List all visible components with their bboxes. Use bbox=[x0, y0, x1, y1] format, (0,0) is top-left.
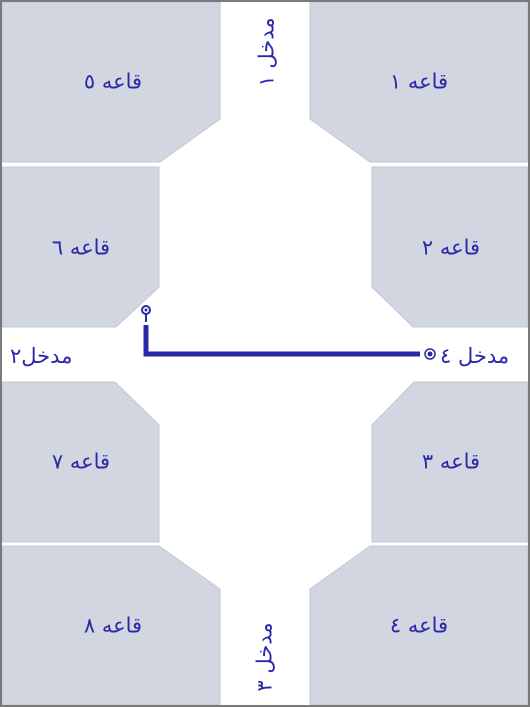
room-2-shape[interactable] bbox=[371, 166, 528, 328]
room-4-label: قاعه ٤ bbox=[389, 613, 449, 638]
room-1-label: قاعه ١ bbox=[389, 69, 449, 94]
current-position-icon bbox=[424, 348, 436, 360]
entrance-2-label: مدخل٢ bbox=[10, 344, 73, 368]
room-7-shape[interactable] bbox=[2, 381, 160, 543]
room-4-shape[interactable] bbox=[309, 545, 528, 705]
room-5-label: قاعه ٥ bbox=[83, 69, 143, 94]
entrance-1-label: مدخل ١ bbox=[254, 17, 279, 87]
room-8-shape[interactable] bbox=[2, 545, 221, 705]
room-1-shape[interactable] bbox=[309, 2, 528, 163]
room-3-shape[interactable] bbox=[371, 381, 528, 543]
route-path bbox=[143, 325, 420, 357]
room-3-label: قاعه ٣ bbox=[421, 449, 481, 474]
room-6-label: قاعه ٦ bbox=[51, 235, 111, 260]
location-pin-icon bbox=[141, 305, 151, 322]
room-7-label: قاعه ٧ bbox=[51, 449, 111, 474]
room-2-label: قاعه ٢ bbox=[421, 235, 481, 260]
room-8-label: قاعه ٨ bbox=[83, 613, 143, 638]
entrance-3-label: مدخل ٣ bbox=[252, 622, 277, 692]
room-5-shape[interactable] bbox=[2, 2, 221, 163]
room-6-shape[interactable] bbox=[2, 166, 160, 328]
entrance-4-label: مدخل ٤ bbox=[440, 344, 510, 368]
